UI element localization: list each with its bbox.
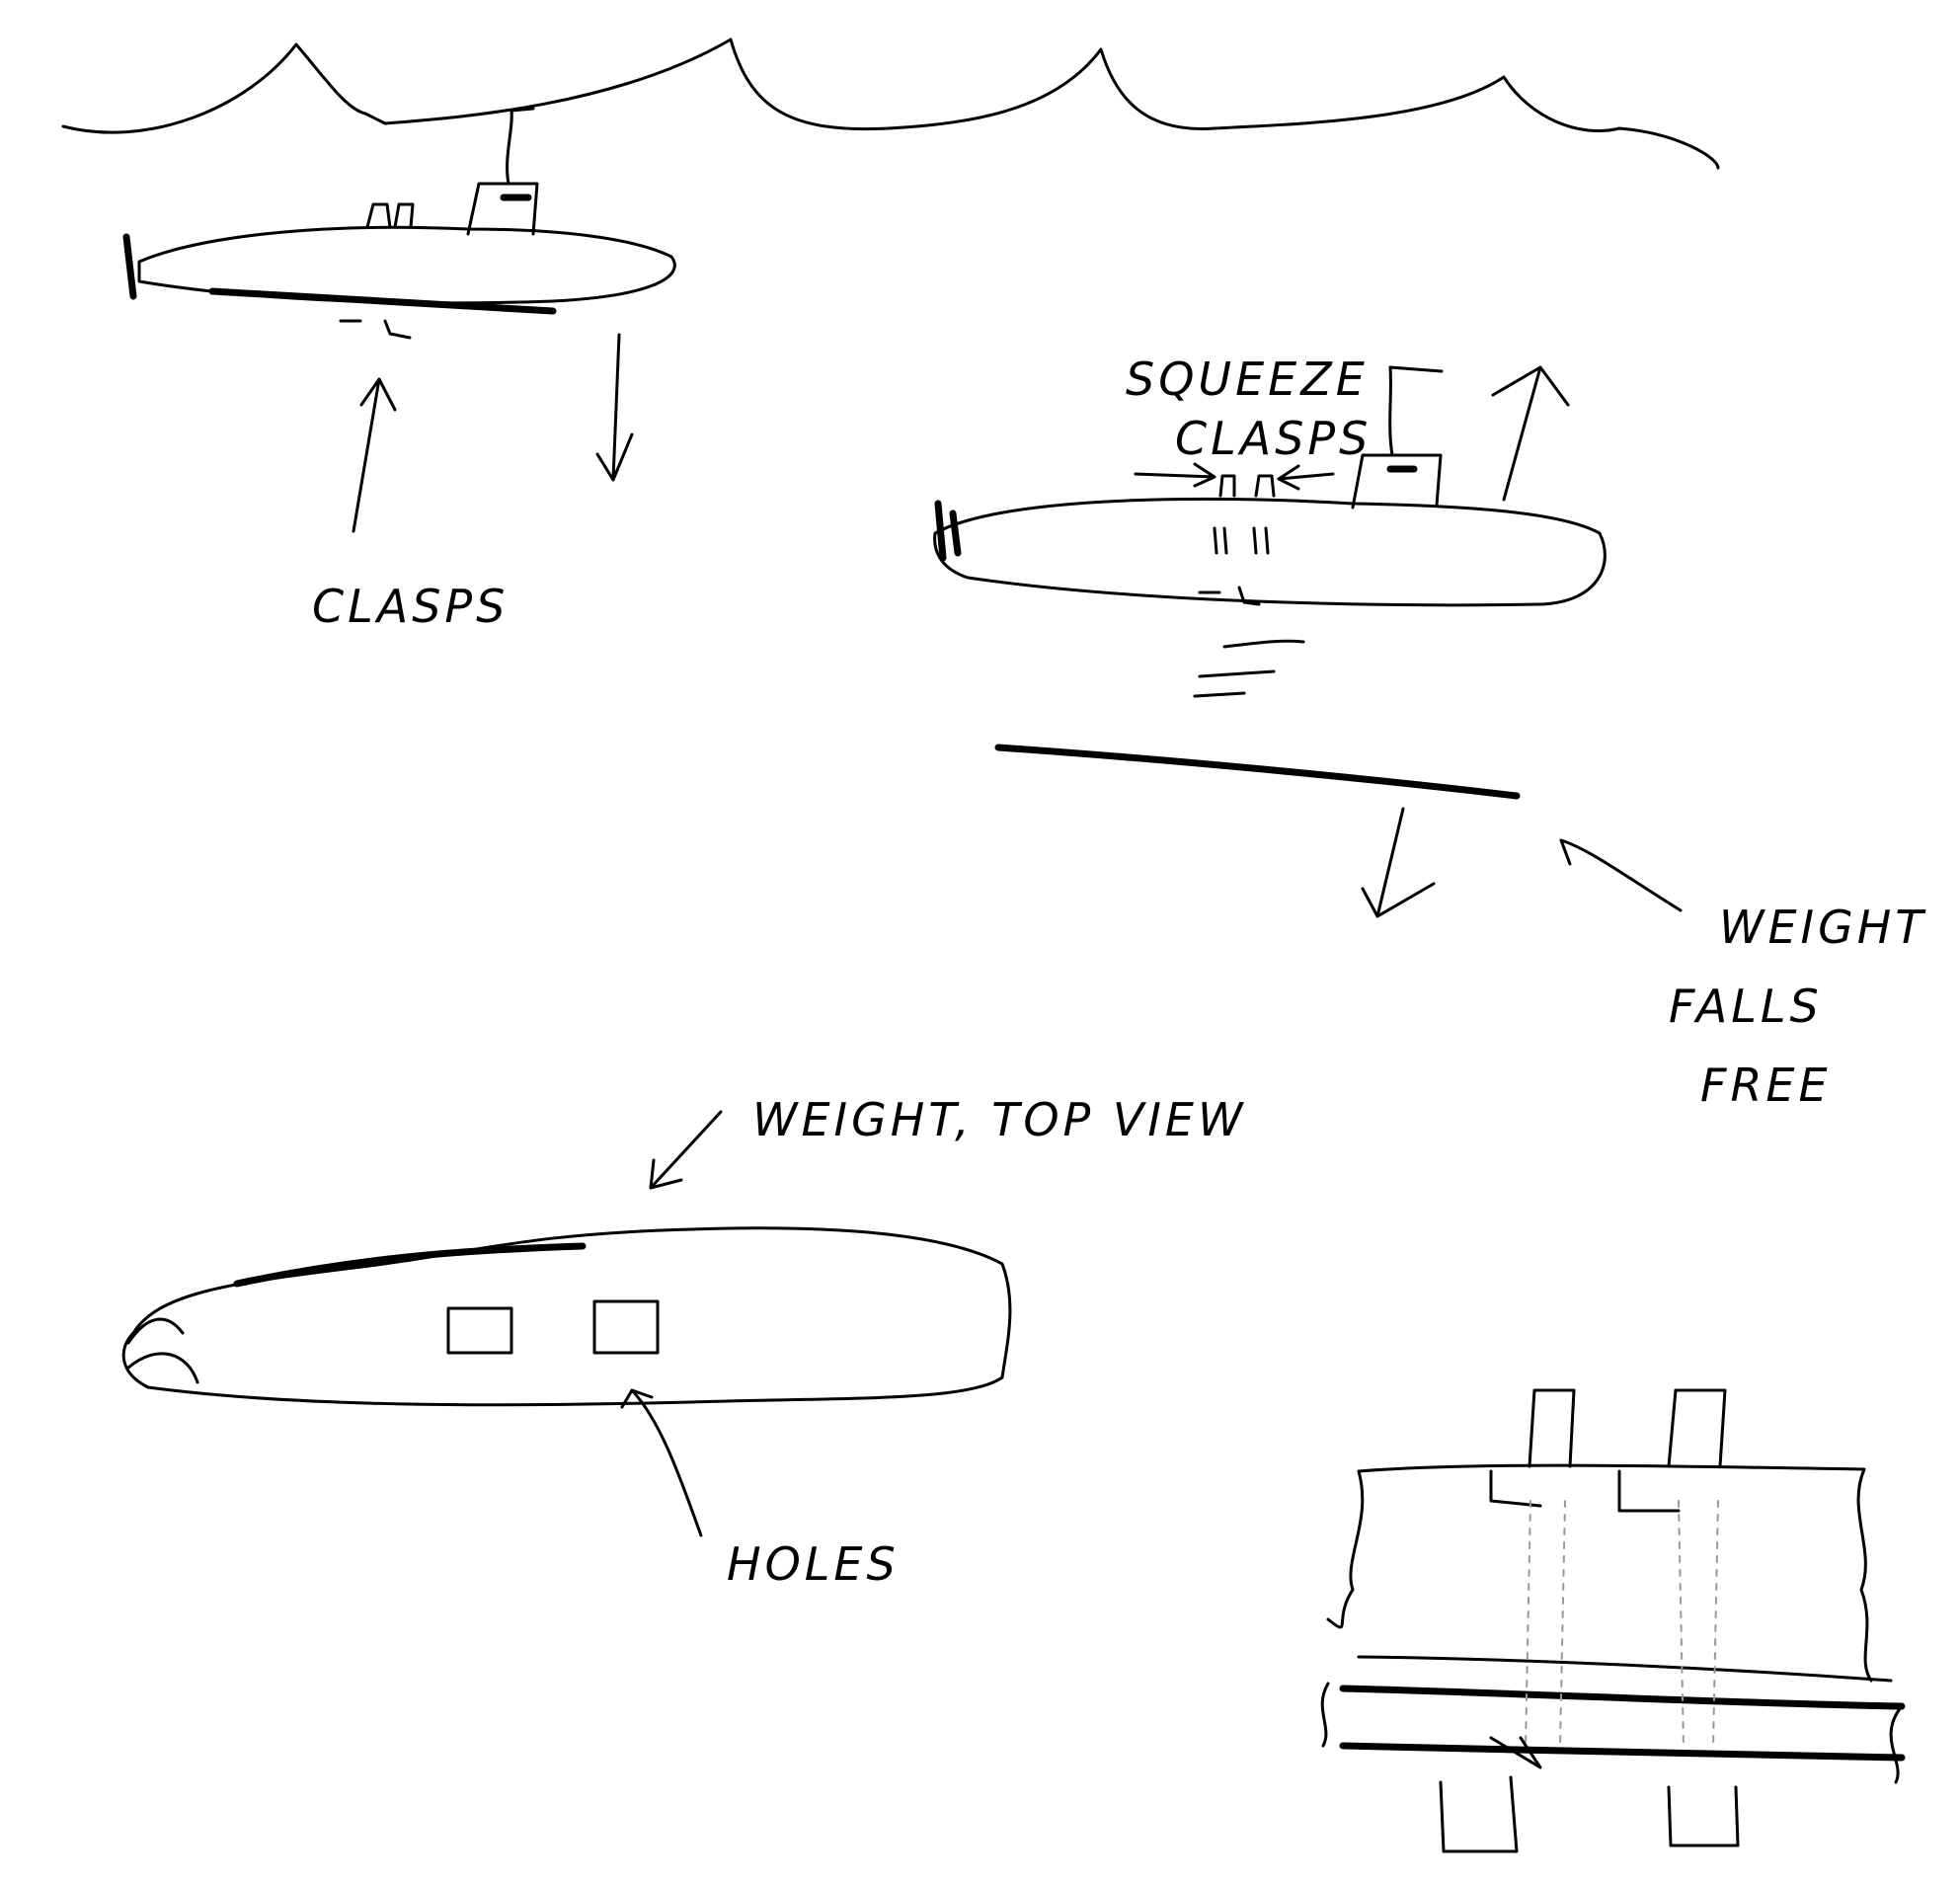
holes-arrow [620, 1388, 703, 1537]
submarine-with-weight [122, 107, 676, 340]
clasp-detail-cross-section [1320, 1388, 1906, 1853]
down-arrow [595, 333, 634, 482]
falling-weight [994, 744, 1521, 800]
pointer-arrow [1559, 838, 1683, 912]
weight-top-view-label: WEIGHT, TOP VIEW [752, 1093, 1246, 1146]
weight-arrow [649, 1110, 723, 1190]
up-arrow [352, 377, 397, 533]
sea-surface-waves [61, 38, 1720, 170]
up-down-arrow [1491, 365, 1570, 502]
squeeze-arrow-right [1277, 464, 1335, 491]
holes-label: HOLES [727, 1537, 900, 1591]
down-arrow-weight [1361, 807, 1436, 918]
submarine-releasing-weight [933, 365, 1607, 698]
falls-label: FALLS [1669, 980, 1823, 1033]
clasps-label: CLASPS [312, 580, 509, 633]
free-label: FREE [1700, 1059, 1832, 1112]
weight-top-view [121, 1226, 1012, 1407]
squeeze-arrow-left [1134, 462, 1216, 488]
weight-label: WEIGHT [1719, 901, 1926, 954]
squeeze-label: SQUEEZE [1126, 353, 1369, 406]
squeeze-clasps-label: CLASPS [1175, 412, 1372, 465]
